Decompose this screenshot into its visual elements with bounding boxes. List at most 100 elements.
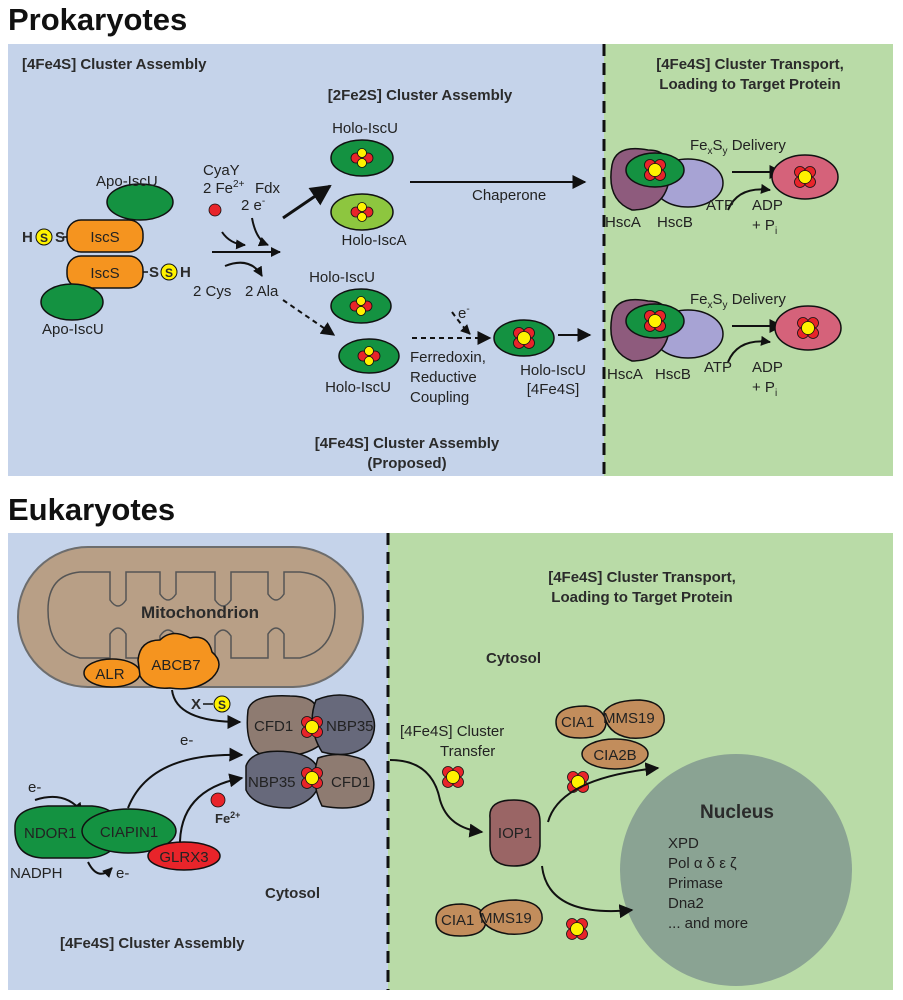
- apo-iscu-top-shape: [106, 183, 174, 221]
- fdx-label: Fdx: [255, 180, 281, 197]
- cia1-top-label: CIA1: [561, 714, 594, 731]
- iscs-top-label: IscS: [90, 229, 119, 246]
- ciapin1-label: CIAPIN1: [100, 824, 158, 841]
- persulfide-h-right: H: [180, 264, 191, 281]
- holo-iscu-3-shape: [338, 338, 400, 374]
- mms19-bottom-label: MMS19: [480, 910, 532, 927]
- alr-label: ALR: [95, 666, 124, 683]
- iscs-top-shape: [66, 219, 144, 253]
- ferredoxin-label-line3: Coupling: [410, 389, 469, 406]
- proposed-assembly-subtitle: (Proposed): [367, 455, 446, 472]
- cfd1-bottom-label: CFD1: [331, 774, 370, 791]
- atp-bottom-arrow: [727, 335, 771, 363]
- to-nucleus-arrow-upper: [547, 762, 660, 823]
- atp-top-arrow: [727, 183, 771, 211]
- apo-iscu-top-label: Apo-IscU: [96, 173, 158, 190]
- cia1-bottom-label: CIA1: [441, 912, 474, 929]
- cluster-transfer-arrow: [389, 759, 484, 838]
- holo-iscu-3-label: Holo-IscU: [325, 379, 391, 396]
- cluster-transfer-label-line2: Transfer: [440, 743, 495, 760]
- delivery-bottom-label: FexSy Delivery: [690, 291, 786, 311]
- e-top-label: e-: [28, 779, 41, 796]
- fe4s-cluster-icon-10: [566, 918, 588, 940]
- nbp35-top-label: NBP35: [326, 718, 374, 735]
- fe4s-cluster-icon-6: [301, 716, 323, 738]
- atp-top-label: ATP: [706, 197, 734, 214]
- to-proposed-arrow: [282, 299, 336, 336]
- two-electrons-label: 2 e-: [241, 196, 265, 214]
- abcb7-label: ABCB7: [151, 657, 200, 674]
- nucleus-target-5: ... and more: [668, 915, 748, 932]
- glrx3-label: GLRX3: [159, 849, 208, 866]
- holo-iscu-1-shape: [330, 139, 394, 177]
- prokaryote-transport-title-line1: [4Fe4S] Cluster Transport,: [656, 56, 844, 73]
- nadph-arrow: [87, 861, 113, 878]
- electron-curved-arrow: [251, 217, 269, 247]
- holo-iscu-4fe4s-label-line2: [4Fe4S]: [527, 381, 580, 398]
- export-arrow: [171, 689, 242, 729]
- nucleus-shape: [620, 754, 852, 986]
- holo-iscu-2-shape: [330, 288, 392, 324]
- x-s-sulfur-label: S: [218, 698, 226, 712]
- eukaryote-assembly-title: [4Fe4S] Cluster Assembly: [60, 935, 245, 952]
- hscb-top-label: HscB: [657, 214, 693, 231]
- sulfur-atom-right-label: S: [165, 266, 173, 280]
- fe4s-cluster-icon-4: [644, 310, 666, 332]
- atp-bottom-label: ATP: [704, 359, 732, 376]
- proposed-electron-label: e-: [458, 304, 470, 322]
- cfd1-bottom-shape: [314, 753, 375, 809]
- nucleus-target-4: Dna2: [668, 895, 704, 912]
- nucleus-target-1: XPD: [668, 835, 699, 852]
- proposed-assembly-title: [4Fe4S] Cluster Assembly: [315, 435, 500, 452]
- cia2b-label: CIA2B: [593, 747, 636, 764]
- iscs-bottom-label: IscS: [90, 265, 119, 282]
- x-s-sulfur-icon: [213, 695, 231, 713]
- to-nucleus-arrow-lower: [541, 865, 634, 919]
- pi-top-label: + Pi: [752, 217, 777, 237]
- hsca-top-label: HscA: [605, 214, 641, 231]
- ndor1-label: NDOR1: [24, 825, 77, 842]
- mitochondrion-label: Mitochondrion: [141, 603, 259, 622]
- cys-ala-curved-arrow: [224, 261, 263, 277]
- fe-ion-euk-icon: [210, 792, 226, 808]
- nbp35-bottom-label: NBP35: [248, 774, 296, 791]
- x-s-x-label: X: [191, 696, 201, 713]
- chaperone-label: Chaperone: [472, 187, 546, 204]
- cfd1-top-label: CFD1: [254, 718, 293, 735]
- prokaryote-transport-panel: [604, 44, 893, 476]
- eukaryotes-heading: Eukaryotes: [8, 492, 175, 527]
- sulfur-atom-right: [160, 263, 178, 281]
- e-mid-label: e-: [180, 732, 193, 749]
- cytosol-right-label: Cytosol: [486, 650, 541, 667]
- eukaryote-transport-title-line1: [4Fe4S] Cluster Transport,: [548, 569, 736, 586]
- apo-iscu-bottom-shape: [40, 283, 104, 321]
- mms19-top-shape: [603, 699, 665, 739]
- to-fe2s-arrow: [282, 184, 332, 220]
- proposed-electron-arrow: [451, 311, 471, 335]
- mms19-bottom-shape: [479, 899, 543, 935]
- eukaryote-transport-title-line2: Loading to Target Protein: [551, 589, 732, 606]
- fe-reagent-label: 2 Fe2+: [203, 179, 245, 197]
- sulfur-atom-left: [35, 228, 53, 246]
- e-bottom-label: e-: [116, 865, 129, 882]
- electron-to-scaffold-arrow: [127, 747, 244, 809]
- pi-bottom-label: + Pi: [752, 379, 777, 399]
- adp-top-label: ADP: [752, 197, 783, 214]
- cys-label: 2 Cys: [193, 283, 231, 300]
- fe4s-cluster-icon-7: [301, 767, 323, 789]
- delivery-top-label: FexSy Delivery: [690, 137, 786, 157]
- holo-isca-shape: [330, 193, 394, 231]
- hscb-bottom-label: HscB: [655, 366, 691, 383]
- ferredoxin-label-line2: Reductive: [410, 369, 477, 386]
- apo-iscu-bottom-label: Apo-IscU: [42, 321, 104, 338]
- fe4s-cluster-icon-3: [794, 166, 816, 188]
- nucleus-target-2: Pol α δ ε ζ: [668, 855, 737, 872]
- mms19-top-label: MMS19: [603, 710, 655, 727]
- prokaryote-transport-title-line2: Loading to Target Protein: [659, 76, 840, 93]
- holo-iscu-4fe4s-label-line1: Holo-IscU: [520, 362, 586, 379]
- fe2s-assembly-title: [2Fe2S] Cluster Assembly: [328, 87, 513, 104]
- nucleus-label: Nucleus: [700, 802, 774, 823]
- nadph-label: NADPH: [10, 865, 63, 882]
- ala-label: 2 Ala: [245, 283, 279, 300]
